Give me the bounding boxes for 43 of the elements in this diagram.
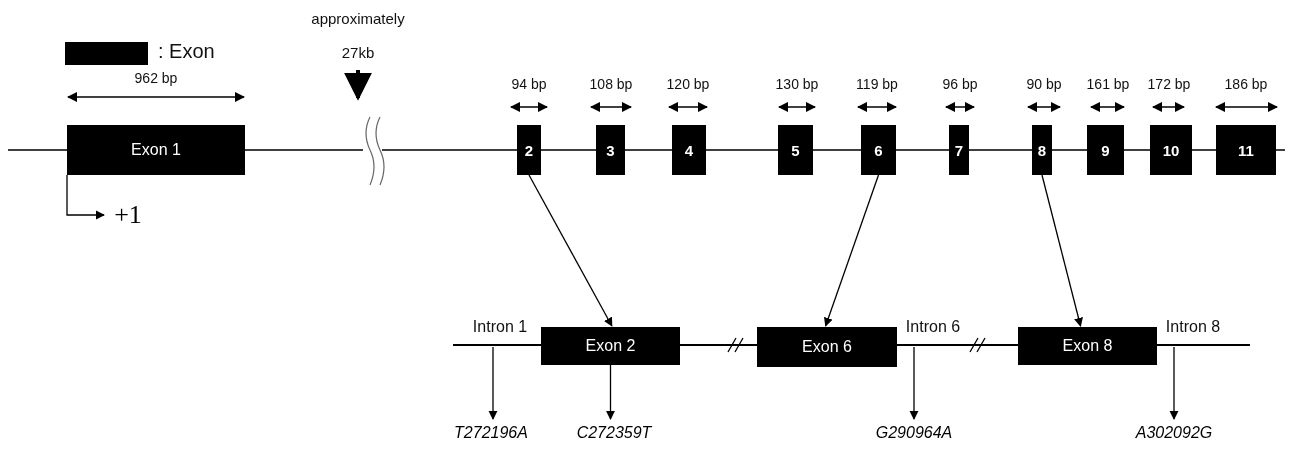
length-label: 119 bp [855,76,899,92]
variant-label: C272359T [566,420,662,446]
variant-label: T272196A [443,420,539,446]
length-label: 130 bp [774,76,820,92]
exon-box: Exon 1 [67,125,245,175]
exon-box: 10 [1150,125,1192,175]
exon-box: Exon 8 [1018,327,1157,365]
arrow [488,346,498,420]
exon-box: Exon 2 [541,327,680,365]
arrow [1041,174,1083,327]
exon-box: 6 [861,125,896,175]
length-label: 90 bp [1025,76,1063,92]
arrow [66,174,105,220]
arrow [824,174,880,327]
length-label: 120 bp [665,76,711,92]
length-label: 108 bp [588,76,634,92]
length-label: 172 bp [1146,76,1192,92]
length-label: 96 bp [941,76,979,92]
distance-note: approximately 27kb [310,9,406,63]
arrow [909,346,919,420]
length-label: 161 bp [1085,76,1131,92]
arrow [605,364,616,420]
position-label: +1 [106,199,150,231]
arrow [1169,346,1179,420]
exon-box: 3 [596,125,625,175]
length-label: 186 bp [1223,76,1269,92]
exon-box: 5 [778,125,813,175]
length-label: 962 bp [133,70,179,86]
variant-label: G290964A [866,420,962,446]
exon-box: 7 [949,125,969,175]
intron-label: Intron 6 [904,318,962,336]
intron-label: Intron 8 [1164,318,1222,336]
length-label: 94 bp [510,76,548,92]
exon-box: 8 [1032,125,1052,175]
exon-box: 9 [1087,125,1124,175]
legend-label: : Exon [158,40,215,63]
variant-label: A302092G [1126,420,1222,446]
arrow [528,174,613,327]
exon-box: Exon 6 [757,327,897,367]
intron-label: Intron 1 [471,318,529,336]
exon-box: 2 [517,125,541,175]
exon-box: 11 [1216,125,1276,175]
exon-box: 4 [672,125,706,175]
